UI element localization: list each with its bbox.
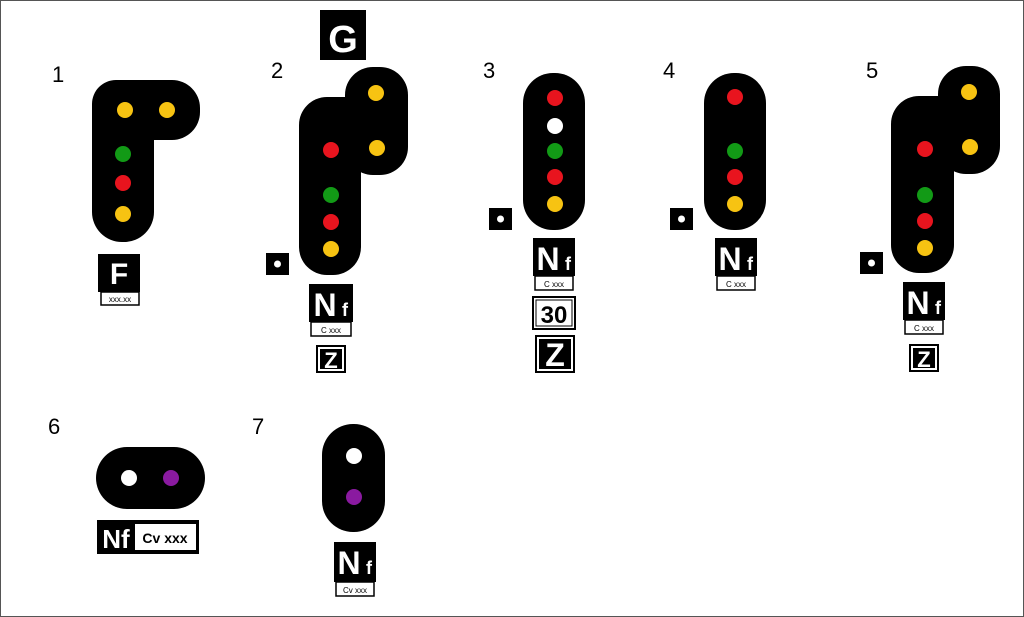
signal-3: 3 N f C xxx 30 Z — [483, 58, 585, 373]
speed-board-30: 30 — [532, 296, 576, 330]
white-lamp — [547, 118, 563, 134]
plate-letter: N — [536, 241, 559, 277]
signal-4: 4 N f C xxx — [663, 58, 766, 291]
board-z-letter: Z — [917, 347, 930, 372]
identification-plate: Nf Cv xxx — [97, 520, 199, 554]
plate-letter: F — [110, 258, 128, 291]
yellow-lamp — [115, 206, 131, 222]
signal-number-6: 6 — [48, 414, 60, 439]
signal-7: 7 N f Cv xxx — [252, 414, 385, 597]
signal-number-1: 1 — [52, 62, 64, 87]
plate-letter-sub: f — [342, 300, 349, 320]
signal-number-5: 5 — [866, 58, 878, 83]
yellow-lamp — [547, 196, 563, 212]
plate-code: xxx.xx — [109, 295, 131, 304]
signal-6-head — [96, 447, 205, 509]
signal-6: 6 Nf Cv xxx — [48, 414, 205, 554]
plate-code: Cv xxx — [343, 586, 367, 595]
plate-letter: Nf — [102, 524, 130, 554]
red-lamp — [547, 169, 563, 185]
plate-letter-sub: f — [935, 298, 942, 318]
red-lamp — [917, 141, 933, 157]
red-lamp — [727, 89, 743, 105]
position-marker — [860, 252, 883, 274]
identification-plate: N f C xxx — [903, 282, 945, 335]
board-z: Z — [909, 344, 939, 372]
board-z-letter: Z — [324, 348, 337, 373]
plate-code: C xxx — [726, 280, 746, 289]
yellow-lamp — [323, 241, 339, 257]
white-lamp — [346, 448, 362, 464]
signal-number-3: 3 — [483, 58, 495, 83]
yellow-lamp — [962, 139, 978, 155]
red-lamp — [727, 169, 743, 185]
green-lamp — [115, 146, 131, 162]
identification-plate: N f Cv xxx — [334, 542, 376, 597]
identification-plate: N f C xxx — [715, 238, 757, 291]
purple-lamp — [163, 470, 179, 486]
position-marker — [489, 208, 512, 230]
signal-number-4: 4 — [663, 58, 675, 83]
identification-plate: N f C xxx — [309, 284, 353, 337]
red-lamp — [115, 175, 131, 191]
yellow-lamp — [368, 85, 384, 101]
yellow-lamp — [117, 102, 133, 118]
plate-letter: N — [337, 545, 360, 581]
position-marker — [670, 208, 693, 230]
green-lamp — [547, 143, 563, 159]
red-lamp — [323, 214, 339, 230]
green-lamp — [323, 187, 339, 203]
board-g: G — [320, 10, 366, 61]
plate-code: C xxx — [914, 324, 934, 333]
plate-code: Cv xxx — [142, 530, 187, 546]
red-lamp — [323, 142, 339, 158]
board-z-letter: Z — [545, 337, 565, 373]
red-lamp — [917, 213, 933, 229]
plate-letter-sub: f — [747, 254, 754, 274]
green-lamp — [727, 143, 743, 159]
board-z: Z — [316, 345, 346, 373]
signal-2: 2 G N f C xxx Z — [266, 10, 408, 373]
purple-lamp — [346, 489, 362, 505]
signal-number-7: 7 — [252, 414, 264, 439]
signal-5-head-joint — [922, 96, 954, 174]
identification-plate: F xxx.xx — [98, 254, 140, 306]
identification-plate: N f C xxx — [533, 238, 575, 291]
white-lamp — [121, 470, 137, 486]
yellow-lamp — [961, 84, 977, 100]
signal-7-head — [322, 424, 385, 532]
position-marker — [266, 253, 289, 275]
speed-value: 30 — [541, 302, 568, 329]
plate-letter: N — [906, 285, 929, 321]
yellow-lamp — [917, 240, 933, 256]
signal-number-2: 2 — [271, 58, 283, 83]
yellow-lamp — [369, 140, 385, 156]
plate-letter: N — [718, 241, 741, 277]
green-lamp — [917, 187, 933, 203]
board-g-letter: G — [328, 19, 358, 61]
plate-code: C xxx — [544, 280, 564, 289]
plate-code: C xxx — [321, 326, 341, 335]
signal-1: 1 F xxx.xx — [52, 62, 200, 306]
plate-letter: N — [313, 287, 336, 323]
signal-5: 5 N f C xxx Z — [860, 58, 1000, 372]
red-lamp — [547, 90, 563, 106]
board-z: Z — [535, 335, 575, 373]
signal-2-head-joint — [330, 97, 361, 175]
signal-1-head — [92, 80, 200, 242]
plate-letter-sub: f — [366, 558, 373, 578]
plate-letter-sub: f — [565, 254, 572, 274]
yellow-lamp — [159, 102, 175, 118]
yellow-lamp — [727, 196, 743, 212]
